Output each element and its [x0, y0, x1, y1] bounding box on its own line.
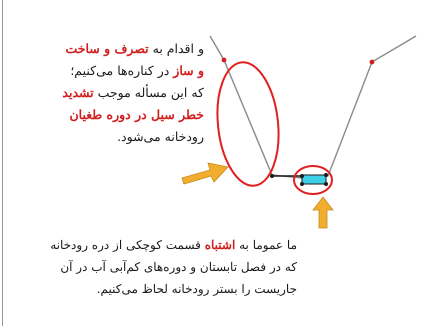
channel-point-1 — [270, 174, 274, 178]
text-run: که این مسأله موجب — [93, 85, 204, 100]
text-run: که در فصل تابستان و دوره‌های کم‌آبی آب د… — [60, 260, 297, 274]
highlighted-text: اشتباه — [204, 238, 236, 252]
text-line: خطر سیل در دوره طغیان — [6, 104, 204, 126]
valley-profile-line — [209, 35, 417, 179]
channel-point-2 — [300, 174, 304, 178]
text-block-bottom: ما عموما به اشتباه قسمت کوچکی از دره رود… — [0, 234, 297, 300]
highlighted-text: و ساز — [173, 63, 204, 78]
text-run: در کناره‌ها می‌کنیم؛ — [70, 63, 174, 78]
text-line: و ساز در کناره‌ها می‌کنیم؛ — [6, 60, 204, 82]
text-line: و اقدام به تصرف و ساخت — [6, 38, 204, 60]
text-block-top: و اقدام به تصرف و ساخت و ساز در کناره‌ها… — [6, 38, 204, 148]
text-line: که در فصل تابستان و دوره‌های کم‌آبی آب د… — [0, 256, 297, 278]
text-line: ما عموما به اشتباه قسمت کوچکی از دره رود… — [0, 234, 297, 256]
channel-point-4 — [324, 182, 328, 186]
floodplain-highlight-ellipse — [216, 61, 280, 187]
highlighted-text: خطر سیل در دوره طغیان — [69, 107, 204, 122]
text-run: و اقدام به — [148, 41, 204, 56]
channel-point-3 — [300, 182, 304, 186]
text-run: ما عموما به — [235, 238, 297, 252]
text-line: جاریست را بستر رودخانه لحاظ می‌کنیم. — [0, 278, 297, 300]
left-bank-point — [221, 57, 227, 63]
channel-point-5 — [324, 173, 328, 177]
arrow-to-channel — [312, 196, 334, 229]
text-run: جاریست را بستر رودخانه لحاظ می‌کنیم. — [96, 282, 297, 296]
text-run: قسمت کوچکی از دره رودخانه — [50, 238, 205, 252]
text-line: که این مسأله موجب تشدید — [6, 82, 204, 104]
text-run: رودخانه می‌شود. — [117, 129, 204, 144]
channel-highlight-ellipse — [293, 165, 333, 195]
slide-frame-edge — [2, 0, 3, 326]
arrow-to-floodplain — [181, 162, 229, 185]
highlighted-text: تصرف و ساخت — [65, 41, 149, 56]
highlighted-text: تشدید — [62, 85, 94, 100]
right-bank-point — [369, 59, 375, 65]
water-channel — [301, 174, 327, 185]
text-line: رودخانه می‌شود. — [6, 126, 204, 148]
